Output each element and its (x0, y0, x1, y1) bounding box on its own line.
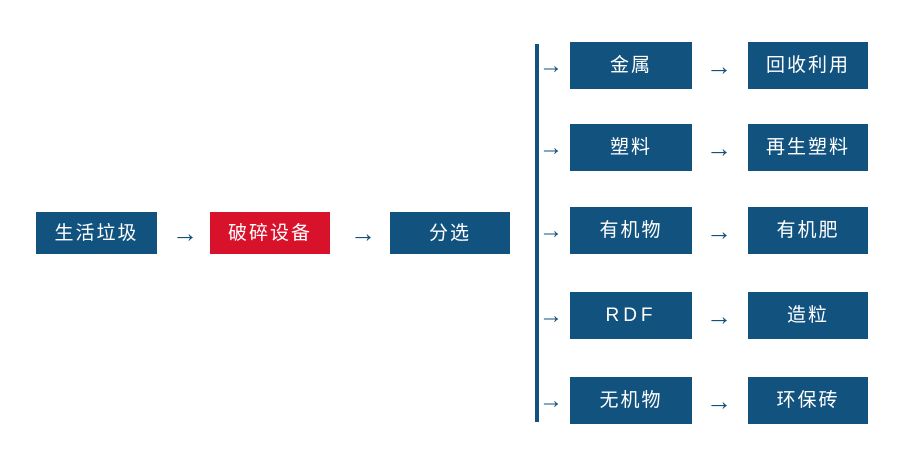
branch-connector-arrow-icon-3: → (539, 216, 563, 244)
node-plastic[interactable]: 塑料 (570, 124, 692, 171)
branch-connector-arrow-icon-1: → (539, 51, 563, 79)
node-granulation[interactable]: 造粒 (748, 292, 868, 339)
node-eco-brick[interactable]: 环保砖 (748, 377, 868, 424)
arrow-right-icon-branch-4: → (706, 300, 732, 331)
branch-trunk-line (535, 44, 539, 422)
node-metal[interactable]: 金属 (570, 42, 692, 89)
branch-connector-arrow-icon-5: → (539, 386, 563, 414)
arrow-right-icon-2: → (350, 218, 376, 248)
arrow-right-icon-branch-5: → (706, 385, 732, 416)
branch-connector-arrow-icon-4: → (539, 301, 563, 329)
branch-row-organic: → 有机物 → 有机肥 (535, 207, 900, 254)
node-inorganic-matter[interactable]: 无机物 (570, 377, 692, 424)
arrow-right-icon-1: → (172, 218, 198, 248)
arrow-right-icon-branch-1: → (706, 50, 732, 81)
node-crushing-equipment[interactable]: 破碎设备 (210, 212, 330, 254)
branch-connector-arrow-icon-2: → (539, 133, 563, 161)
node-sorting[interactable]: 分选 (390, 212, 510, 254)
node-rdf[interactable]: RDF (570, 292, 692, 339)
branch-row-metal: → 金属 → 回收利用 (535, 42, 900, 89)
node-recycling-reuse[interactable]: 回收利用 (748, 42, 868, 89)
arrow-right-icon-branch-3: → (706, 215, 732, 246)
node-recycled-plastic[interactable]: 再生塑料 (748, 124, 868, 171)
branch-row-rdf: → RDF → 造粒 (535, 292, 900, 339)
node-organic-fertilizer[interactable]: 有机肥 (748, 207, 868, 254)
node-organic-matter[interactable]: 有机物 (570, 207, 692, 254)
branch-row-plastic: → 塑料 → 再生塑料 (535, 124, 900, 171)
arrow-right-icon-branch-2: → (706, 132, 732, 163)
node-household-waste[interactable]: 生活垃圾 (36, 212, 157, 254)
branch-row-inorganic: → 无机物 → 环保砖 (535, 377, 900, 424)
